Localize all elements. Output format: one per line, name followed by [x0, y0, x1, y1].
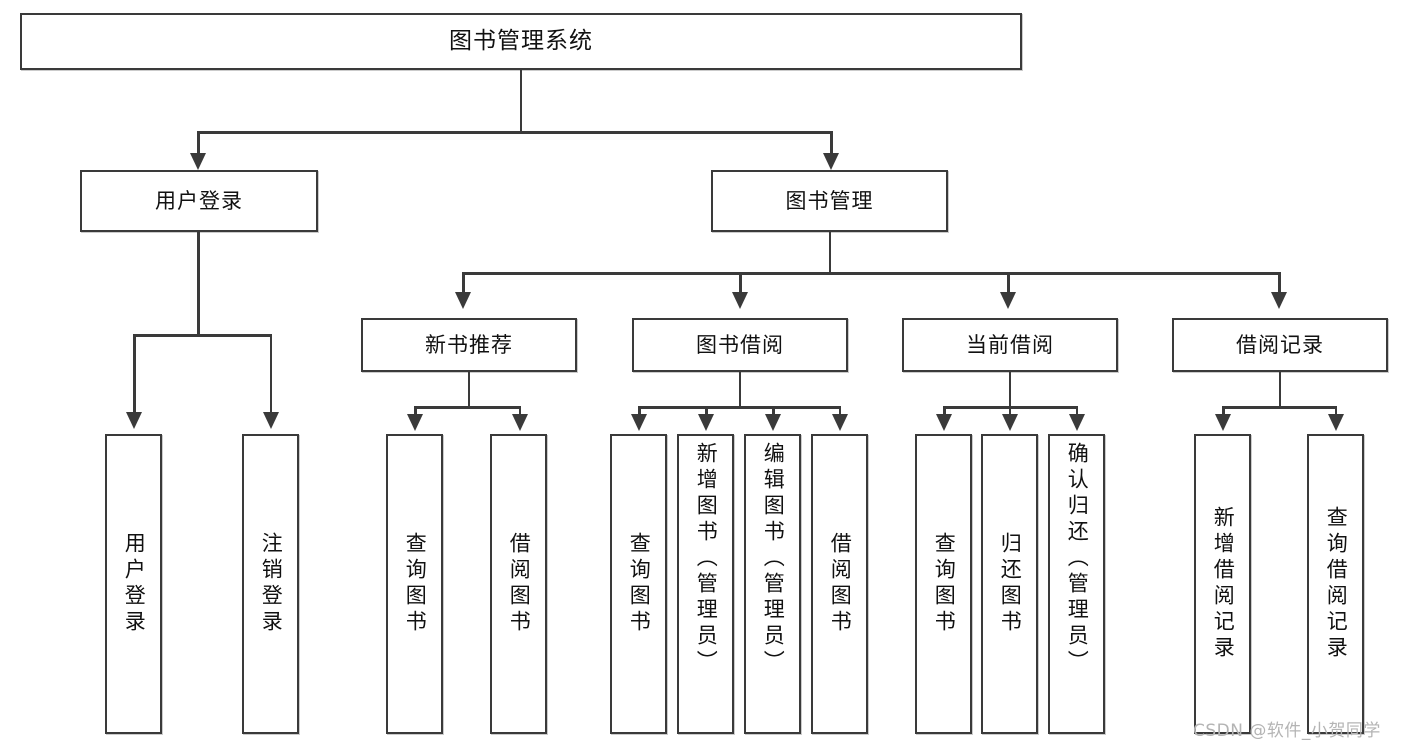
leaf-user-login[interactable]: 用户登录 [105, 434, 162, 734]
node-new-book-recommend[interactable]: 新书推荐 [361, 318, 577, 372]
connector-cb-branch-3 [1075, 406, 1078, 420]
node-user-login[interactable]: 用户登录 [80, 170, 318, 232]
arrow-root-to-user-login [190, 153, 206, 170]
connector-bb-bus [638, 406, 841, 409]
arrow-root-to-book-management [823, 153, 839, 170]
arrow-bm-branch-3 [1000, 292, 1016, 309]
node-book-management[interactable]: 图书管理 [711, 170, 948, 232]
leaf-add-book[interactable]: 新增图书（管理员） [677, 434, 734, 734]
leaf-borrow-book-1[interactable]: 借阅图书 [490, 434, 547, 734]
connector-br-branch-1 [1222, 406, 1225, 420]
connector-root-to-book-management [830, 131, 833, 159]
connector-nbr-bus [414, 406, 521, 409]
arrow-bb-branch-3 [765, 414, 781, 431]
connector-br-bus [1222, 406, 1337, 409]
connector-bb-branch-4 [838, 406, 841, 420]
leaf-add-record[interactable]: 新增借阅记录 [1194, 434, 1251, 734]
leaf-edit-book[interactable]: 编辑图书（管理员） [744, 434, 801, 734]
arrow-bb-branch-1 [631, 414, 647, 431]
leaf-label: 查询图书 [403, 532, 428, 636]
connector-bm-branch-1 [462, 272, 465, 296]
connector-bb-branch-3 [772, 406, 775, 420]
connector-book-management-stem [828, 232, 831, 274]
arrow-cb-branch-2 [1002, 414, 1018, 431]
connector-bb-branch-1 [638, 406, 641, 420]
arrow-user-login-branch-2 [263, 412, 279, 429]
arrow-cb-branch-3 [1069, 414, 1085, 431]
arrow-nbr-branch-2 [512, 414, 528, 431]
leaf-user-logout[interactable]: 注销登录 [242, 434, 299, 734]
node-borrow-record[interactable]: 借阅记录 [1172, 318, 1388, 372]
connector-bb-branch-2 [705, 406, 708, 420]
arrow-bb-branch-4 [832, 414, 848, 431]
connector-bm-branch-3 [1007, 272, 1010, 296]
node-label: 图书管理系统 [449, 27, 593, 54]
connector-root-bus [197, 131, 833, 134]
arrow-nbr-branch-1 [407, 414, 423, 431]
connector-user-login-bus [133, 334, 272, 337]
leaf-borrow-book-2[interactable]: 借阅图书 [811, 434, 868, 734]
leaf-query-book-1[interactable]: 查询图书 [386, 434, 443, 734]
arrow-bb-branch-2 [698, 414, 714, 431]
leaf-label: 查询借阅记录 [1324, 506, 1349, 662]
node-label: 新书推荐 [425, 332, 513, 357]
connector-nbr-stem [467, 372, 470, 408]
leaf-label: 新增借阅记录 [1211, 506, 1236, 662]
leaf-label: 注销登录 [259, 532, 284, 636]
leaf-label: 借阅图书 [507, 532, 532, 636]
connector-book-management-bus [462, 272, 1280, 275]
connector-br-stem [1278, 372, 1281, 408]
connector-user-login-branch-2 [269, 334, 272, 418]
connector-bb-stem [738, 372, 741, 408]
leaf-label: 查询图书 [932, 532, 957, 636]
connector-nbr-branch-2 [518, 406, 521, 420]
node-label: 图书借阅 [696, 332, 784, 357]
arrow-user-login-branch-1 [126, 412, 142, 429]
connector-user-login-branch-1 [133, 334, 136, 418]
connector-cb-branch-2 [1008, 406, 1011, 420]
connector-br-branch-2 [1334, 406, 1337, 420]
connector-cb-branch-1 [943, 406, 946, 420]
csdn-watermark: CSDN @软件_小贺同学 [1193, 721, 1381, 741]
connector-nbr-branch-1 [414, 406, 417, 420]
leaf-label: 编辑图书（管理员） [761, 442, 786, 676]
connector-user-login-stem [197, 232, 200, 336]
connector-bm-branch-4 [1278, 272, 1281, 296]
leaf-label: 归还图书 [998, 532, 1023, 636]
node-label: 当前借阅 [966, 332, 1054, 357]
node-root-system[interactable]: 图书管理系统 [20, 13, 1022, 70]
leaf-label: 用户登录 [122, 532, 147, 636]
leaf-return-book[interactable]: 归还图书 [981, 434, 1038, 734]
leaf-label: 新增图书（管理员） [694, 442, 719, 676]
arrow-cb-branch-1 [936, 414, 952, 431]
node-label: 用户登录 [155, 188, 243, 213]
arrow-bm-branch-4 [1271, 292, 1287, 309]
arrow-bm-branch-2 [732, 292, 748, 309]
leaf-query-record[interactable]: 查询借阅记录 [1307, 434, 1364, 734]
leaf-confirm-return[interactable]: 确认归还（管理员） [1048, 434, 1105, 734]
connector-cb-stem [1008, 372, 1011, 408]
arrow-br-branch-1 [1215, 414, 1231, 431]
leaf-query-book-3[interactable]: 查询图书 [915, 434, 972, 734]
leaf-label: 查询图书 [627, 532, 652, 636]
arrow-bm-branch-1 [455, 292, 471, 309]
node-book-borrow[interactable]: 图书借阅 [632, 318, 848, 372]
leaf-label: 借阅图书 [828, 532, 853, 636]
leaf-query-book-2[interactable]: 查询图书 [610, 434, 667, 734]
connector-root-stem [519, 70, 522, 133]
connector-bm-branch-2 [739, 272, 742, 296]
arrow-br-branch-2 [1328, 414, 1344, 431]
leaf-label: 确认归还（管理员） [1065, 442, 1090, 676]
connector-root-to-user-login [197, 131, 200, 159]
node-label: 借阅记录 [1236, 332, 1324, 357]
node-label: 图书管理 [785, 188, 874, 213]
node-current-borrow[interactable]: 当前借阅 [902, 318, 1118, 372]
